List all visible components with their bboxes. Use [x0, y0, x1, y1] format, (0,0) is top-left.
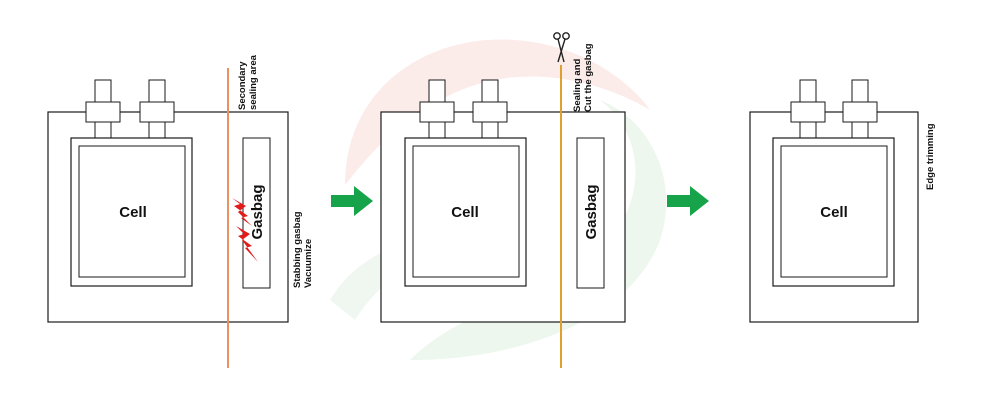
terminal-tab [472, 79, 508, 139]
gasbag-area [576, 137, 605, 289]
terminal-tab [139, 79, 175, 139]
terminal-tab [842, 79, 878, 139]
terminal-tab [419, 79, 455, 139]
stabbing-label: Stabbing gasbag Vacuumize [292, 209, 314, 288]
gasbag-label: Gasbag [583, 184, 600, 239]
arrow-right-icon [331, 186, 373, 216]
sealing-cut-line-1: Sealing and [572, 58, 583, 112]
stabbing-line-1: Stabbing gasbag [292, 211, 303, 288]
sealing-cut-line-2: Cut the gasbag [583, 43, 594, 112]
watermark-green-leaf-2 [330, 237, 470, 320]
watermark-red-arc [345, 39, 650, 185]
step-1: Cell Gasbag Secondary sealing area Stabb… [47, 54, 314, 368]
gasbag-area [242, 137, 271, 289]
cell-inner [78, 145, 186, 278]
step-3: Cell Edge trimming [749, 79, 936, 323]
cell-inner [780, 145, 888, 278]
cell-label: Cell [119, 204, 147, 221]
gasbag-label: Gasbag [249, 184, 266, 239]
step-2: Cell Gasbag Sealing and Cut the gasbag [380, 32, 626, 368]
edge-trimming-label: Edge trimming [925, 123, 936, 190]
cell-inner [412, 145, 520, 278]
secondary-sealing-line-1: Secondary [237, 61, 248, 110]
secondary-sealing-label: Secondary sealing area [237, 54, 259, 110]
lightning-icon [232, 198, 258, 262]
cell-label: Cell [451, 204, 479, 221]
secondary-sealing-line-2: sealing area [248, 54, 259, 110]
arrow-right-icon [667, 186, 709, 216]
scissors-icon [553, 32, 570, 63]
cell-label: Cell [820, 204, 848, 221]
stabbing-line-2: Vacuumize [303, 239, 314, 288]
sealing-cut-label: Sealing and Cut the gasbag [572, 43, 594, 112]
terminal-tab [790, 79, 826, 139]
terminal-tab [85, 79, 121, 139]
